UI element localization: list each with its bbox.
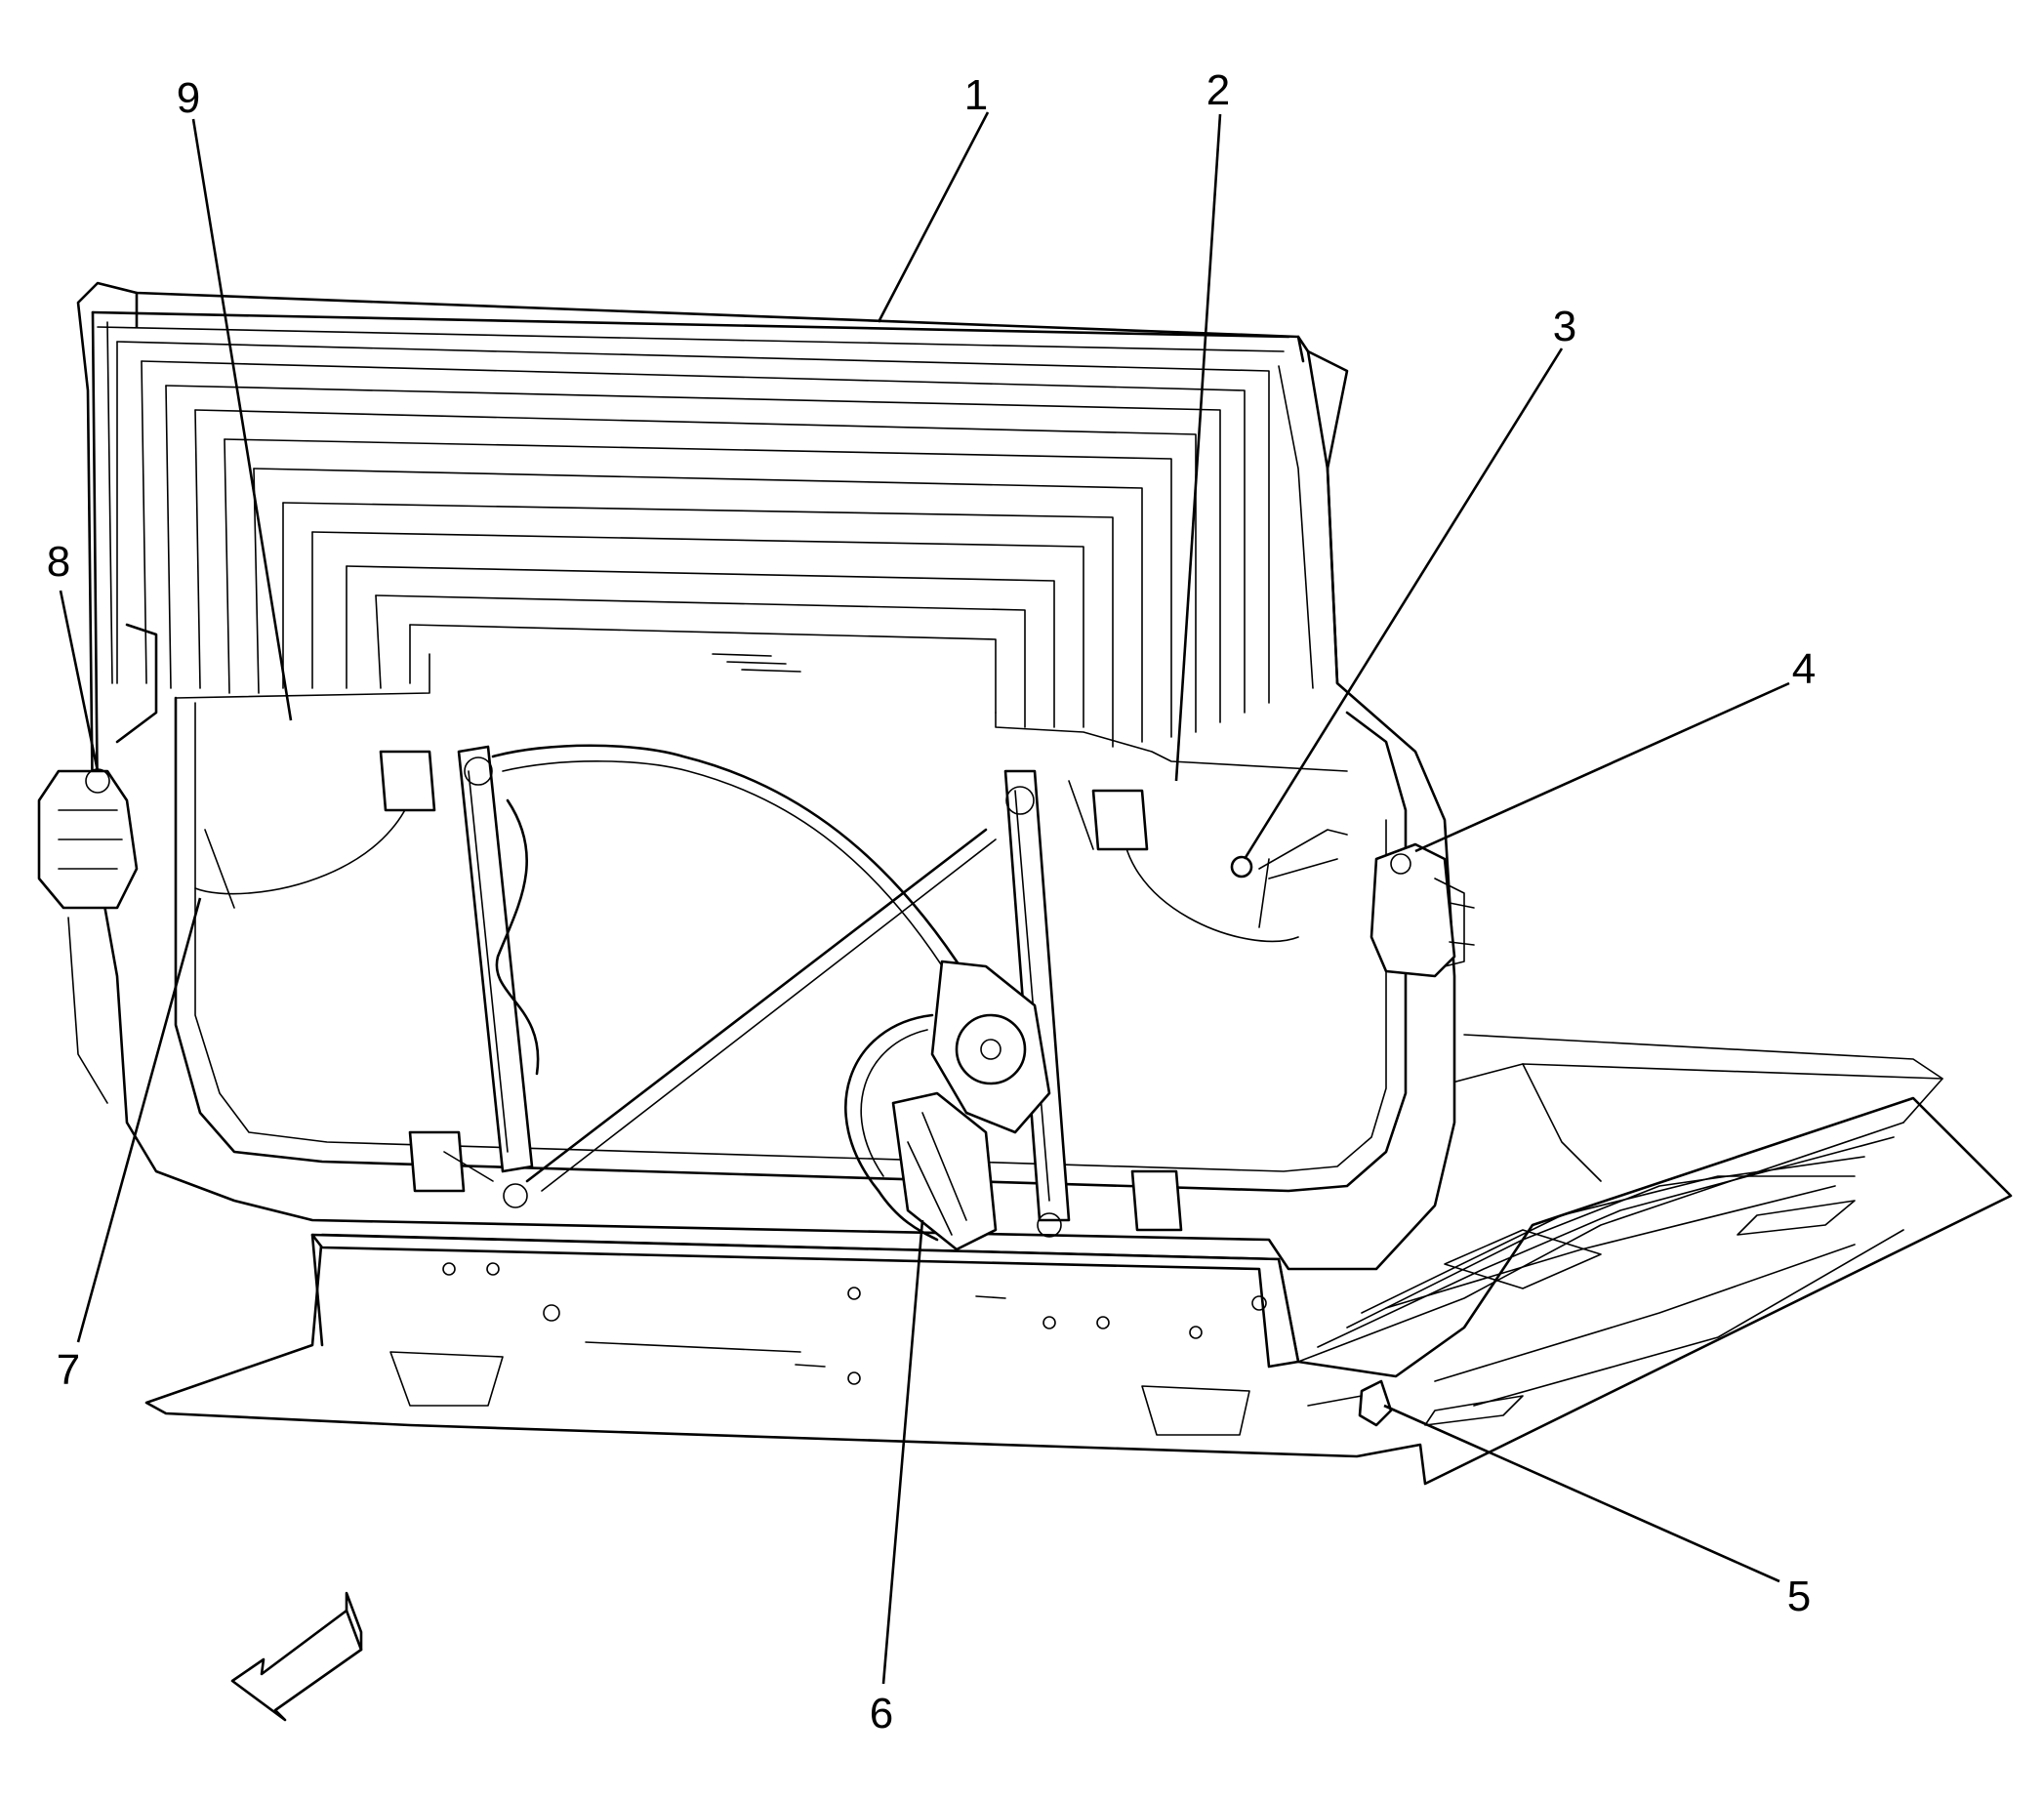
callout-9: 9 xyxy=(177,74,200,122)
leader-7 xyxy=(76,897,202,1343)
leader-3 xyxy=(1243,348,1564,860)
leader-6 xyxy=(881,1219,924,1685)
callout-7: 7 xyxy=(57,1346,80,1394)
leader-8 xyxy=(59,590,100,772)
leader-lines xyxy=(59,111,1790,1685)
callout-5: 5 xyxy=(1787,1573,1811,1620)
right-latch xyxy=(1369,842,1475,978)
window-motor xyxy=(844,960,1051,1251)
callout-labels: 1 2 3 4 5 6 7 8 9 xyxy=(47,66,1816,1738)
callout-8: 8 xyxy=(47,538,70,586)
callout-3: 3 xyxy=(1553,303,1576,350)
callout-4: 4 xyxy=(1792,645,1816,693)
callout-6: 6 xyxy=(870,1690,893,1738)
callout-1: 1 xyxy=(964,71,988,119)
right-release-handle xyxy=(1230,829,1348,879)
window-regulator xyxy=(194,744,1299,1238)
tailgate-inner-panel xyxy=(76,281,1456,1271)
lower-sill xyxy=(310,1233,1300,1436)
leader-5 xyxy=(1383,1404,1780,1583)
arrow-icon xyxy=(230,1591,363,1722)
leader-2 xyxy=(1174,113,1222,782)
leader-4 xyxy=(1414,681,1790,853)
callout-2: 2 xyxy=(1206,66,1230,114)
leader-9 xyxy=(191,118,293,721)
wiring-connector xyxy=(1307,1379,1393,1427)
leader-1 xyxy=(877,111,990,323)
